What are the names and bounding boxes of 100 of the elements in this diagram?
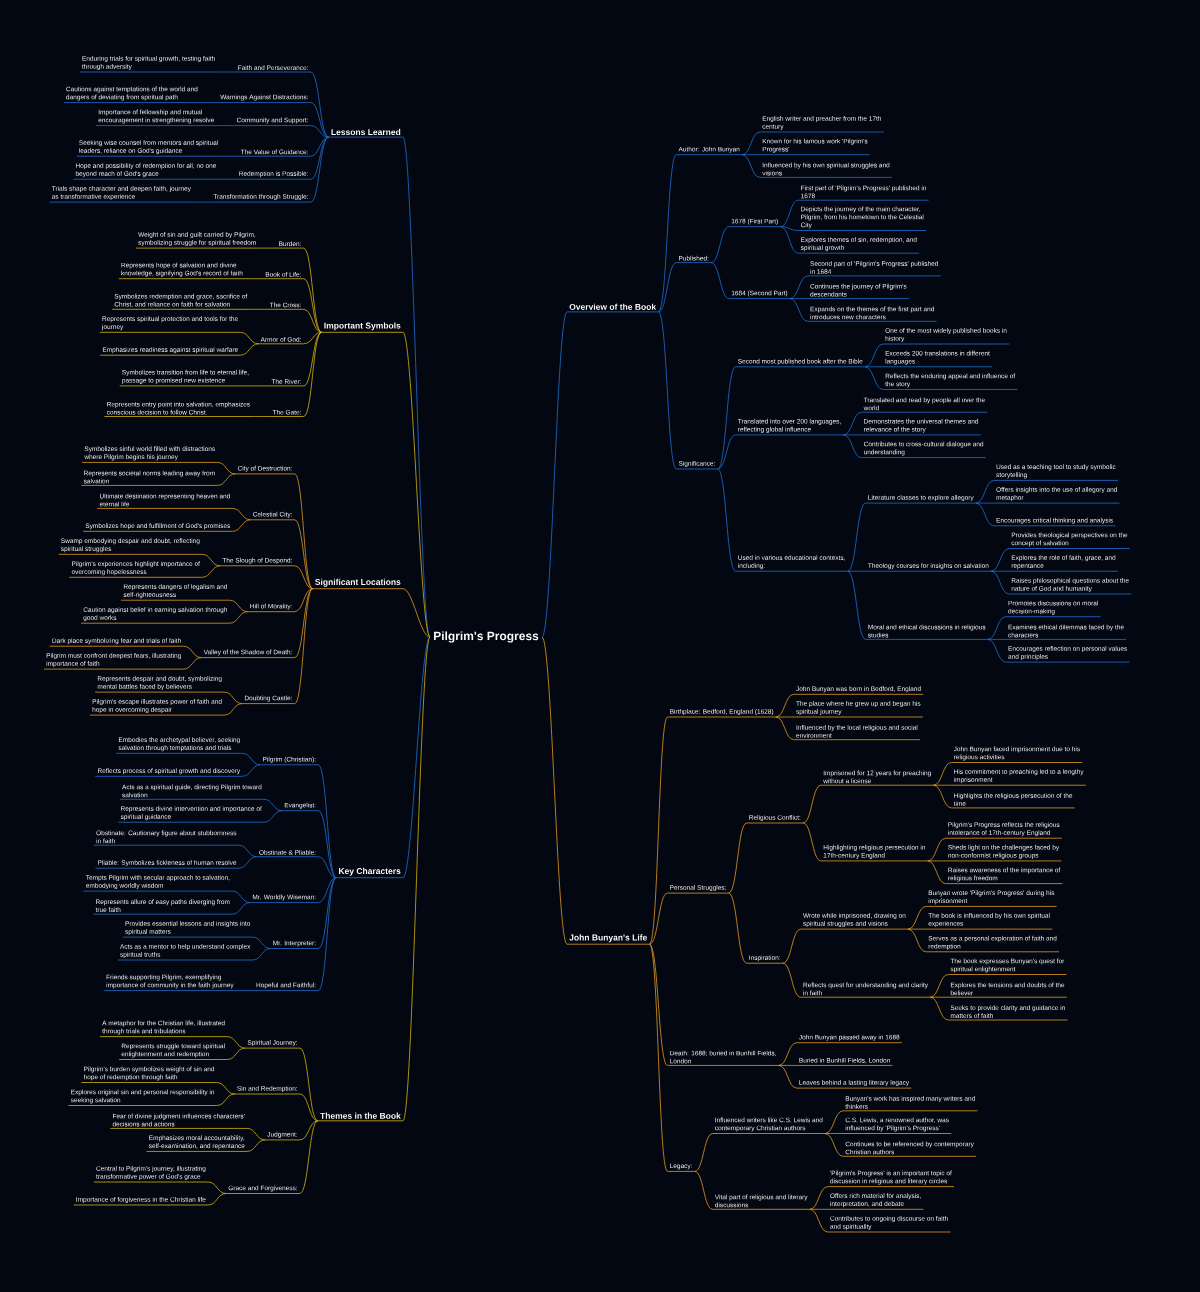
branch-line [778,1065,798,1089]
branch-line [303,331,322,387]
main-branch-label: Themes in the Book [317,1112,404,1122]
branch-line [975,502,995,527]
branch-line [402,636,431,1122]
branch-line [226,1036,246,1049]
branch-line [907,928,927,953]
branch-line [216,125,235,126]
branch-line [310,71,330,138]
branch-line [258,247,277,249]
branch-line [741,131,761,156]
branch-line [990,570,1010,595]
branch-line [317,856,337,879]
branch-line [694,1133,714,1172]
branch-line [317,764,337,879]
branch-line [223,703,243,716]
branch-line [990,548,1010,572]
branch-line [778,1065,798,1066]
branch-line [310,136,330,203]
branch-line [207,1193,227,1206]
branch-line [310,102,330,138]
branch-line [183,657,202,670]
branch-line [824,1133,844,1157]
branch-line [649,943,668,1172]
branch-line [232,508,251,521]
branch-line [802,784,822,824]
branch-line [933,762,952,786]
branch-line [933,784,952,809]
branch-line [317,877,337,949]
branch-line [775,716,795,741]
branch-line [183,645,202,658]
branch-line [250,385,270,387]
branch-line [294,588,314,658]
branch-line [789,275,809,299]
branch-line [229,611,249,624]
branch-line [303,331,322,345]
branch-line [847,570,867,640]
central-topic: Pilgrim's Progress [434,631,539,643]
branch-line [809,1186,829,1210]
branch-line [242,764,261,777]
branch-line [907,928,927,930]
main-branch-label: Overview of the Book [566,303,659,313]
branch-line [824,1110,844,1134]
branch-line [987,616,1007,640]
branch-line [741,154,761,178]
branch-line [657,311,677,470]
branch-line [299,1047,319,1122]
branch-line [223,691,243,704]
branch-line [728,892,747,964]
branch-line [251,416,271,417]
branch-line [847,570,867,572]
branch-line [847,502,867,572]
branch-line [216,1082,236,1095]
branch-line [789,298,809,322]
branch-line [317,877,337,903]
branch-line [252,948,271,961]
main-branch-label: Significant Locations [312,578,404,590]
branch-line [809,1208,829,1233]
branch-line [802,822,822,862]
branch-line [299,1093,319,1122]
main-branch-label: Important Symbols [321,322,404,333]
branch-line [235,990,255,991]
branch-line [775,716,795,718]
branch-line [246,1128,266,1141]
branch-line [728,822,747,894]
branch-line [201,565,221,578]
branch-line [242,752,261,766]
branch-line [780,226,799,231]
branch-line [843,411,862,436]
branch-line [717,468,736,572]
branch-line [246,1139,266,1152]
branch-line [717,366,736,470]
branch-line [541,311,568,638]
branch-line [244,278,264,280]
branch-line [263,798,283,812]
branch-line [741,154,761,156]
branch-line [864,366,884,368]
branch-line [220,155,239,157]
branch-line [782,962,802,998]
branch-line [216,1093,236,1106]
branch-line [864,343,884,368]
branch-line [927,860,947,884]
branch-line [778,1042,798,1066]
branch-line [303,247,322,333]
branch-line [299,1120,319,1194]
branch-line [303,278,322,333]
branch-line [231,890,251,903]
branch-line [294,588,314,704]
branch-line [252,936,271,949]
branch-line [927,837,947,862]
branch-line [775,693,795,718]
branch-line [238,856,258,869]
branch-line [710,262,730,299]
branch-line [929,996,949,1021]
main-branch-label: Key Characters [335,867,404,879]
main-branch-label: John Bunyan's Life [566,934,650,945]
branch-line [780,199,799,228]
branch-line [843,434,862,436]
branch-line [310,136,330,180]
branch-line [249,308,268,310]
